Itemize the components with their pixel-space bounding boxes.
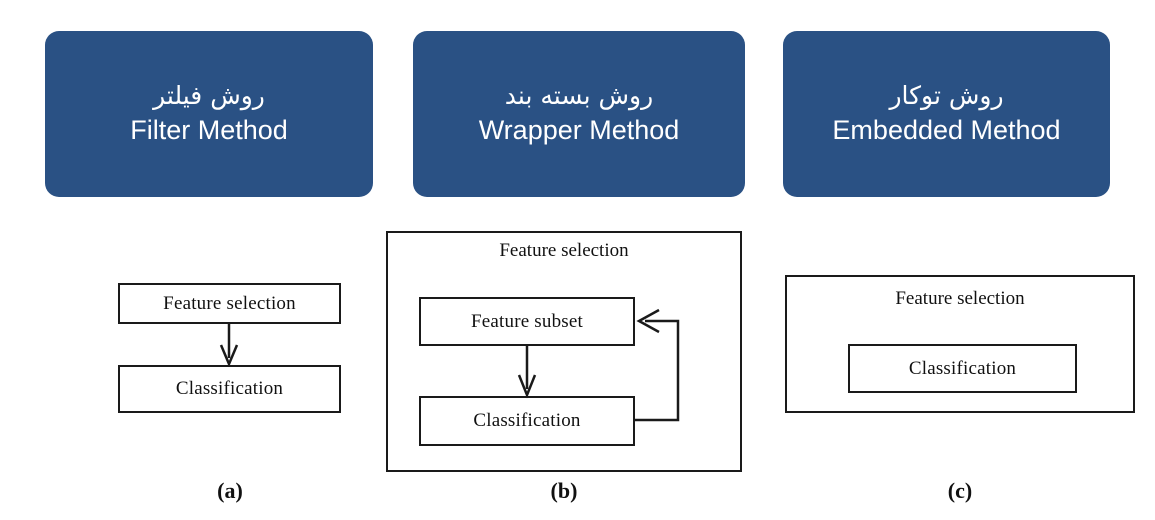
panel-b-feature-subset-label: Feature subset xyxy=(470,310,584,332)
panel-a-classification-label: Classification xyxy=(175,378,284,399)
method-card-filter[interactable]: روش فیلتر Filter Method xyxy=(45,31,373,197)
method-card-wrapper[interactable]: روش بسته بند Wrapper Method xyxy=(413,31,745,197)
panel-c-classification-label: Classification xyxy=(908,357,1017,379)
panel-b-feature-subset-box: Feature subset xyxy=(419,297,635,346)
panel-a-feature-selection-label: Feature selection xyxy=(163,292,296,314)
panel-b-caption: (b) xyxy=(550,478,578,503)
method-card-embedded-title-fa: روش توکار xyxy=(889,80,1004,110)
panel-c-classification-box: Classification xyxy=(848,344,1077,393)
panel-b-group-label: Feature selection xyxy=(499,240,629,261)
method-card-filter-title-fa: روش فیلتر xyxy=(153,80,265,110)
panel-c-caption: (c) xyxy=(947,478,973,503)
panel-a-arrow-down xyxy=(219,324,239,368)
method-card-wrapper-title-fa: روش بسته بند xyxy=(504,80,654,110)
panel-c-group-label: Feature selection xyxy=(895,288,1025,309)
panel-b-feature-selection-group xyxy=(386,231,742,472)
method-card-wrapper-title-en: Wrapper Method xyxy=(478,114,680,145)
panel-a-feature-selection-box: Feature selection xyxy=(118,283,341,324)
method-card-embedded-title-en: Embedded Method xyxy=(832,114,1061,145)
panel-b-classification-label: Classification xyxy=(473,410,581,431)
panel-c-feature-selection-group xyxy=(785,275,1135,413)
panel-b-classification-box: Classification xyxy=(419,396,635,446)
method-card-embedded[interactable]: روش توکار Embedded Method xyxy=(783,31,1110,197)
panel-a-classification-box: Classification xyxy=(118,365,341,413)
method-card-filter-title-en: Filter Method xyxy=(130,114,288,145)
panel-a-caption: (a) xyxy=(217,478,243,503)
